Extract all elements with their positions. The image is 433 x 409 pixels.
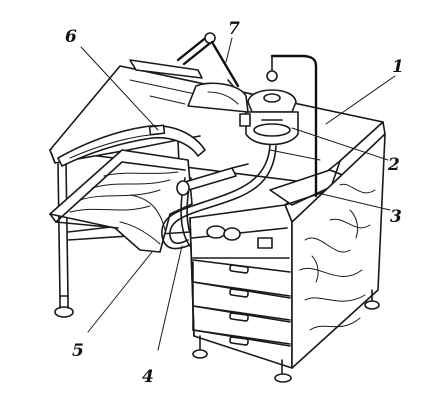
callout-5: 5: [72, 341, 84, 361]
callout-1: 1: [392, 57, 404, 77]
armrest: [57, 124, 206, 167]
callout-7: 7: [228, 19, 240, 39]
callout-2: 2: [387, 155, 400, 175]
handpiece: [176, 163, 249, 196]
suction-unit: [245, 54, 318, 198]
leader-line-2: [291, 127, 389, 161]
drawer-cabinet: [189, 133, 386, 383]
leader-line-3: [321, 193, 391, 211]
leader-line-1: [325, 75, 396, 125]
callout-3: 3: [390, 207, 402, 227]
leader-line-7: [225, 37, 233, 63]
callout-6: 6: [65, 27, 77, 47]
leader-lines: [80, 37, 396, 351]
leader-line-6: [80, 46, 159, 131]
pull-out-tray: [49, 149, 193, 253]
leader-line-5: [87, 251, 153, 333]
lamp: [129, 32, 251, 127]
callout-4: 4: [142, 367, 154, 387]
leader-line-4: [157, 245, 183, 351]
